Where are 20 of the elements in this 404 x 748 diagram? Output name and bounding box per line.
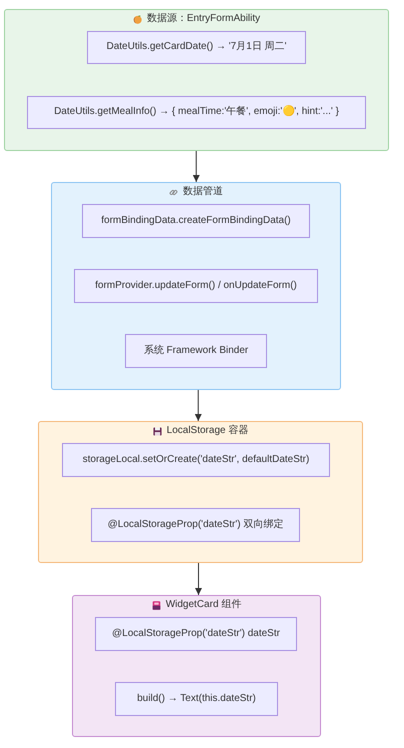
arrow [192, 150, 200, 182]
group-panel [51, 182, 341, 390]
arrow [195, 562, 202, 596]
group-title: 数据管道 [183, 186, 223, 198]
group-panel [72, 595, 321, 737]
process-box: 系统 Framework Binder [125, 334, 267, 368]
process-box: DateUtils.getMealInfo() → { mealTime:'午餐', emoji:'🟡', hint:'...' } [27, 96, 366, 129]
process-box: @LocalStorageProp('dateStr') 双向绑定 [91, 508, 300, 542]
arrow [194, 390, 202, 422]
group-title: WidgetCard 组件 [166, 599, 242, 611]
process-box: DateUtils.getCardDate() → '7月1日 周二' [87, 31, 306, 64]
group-title: LocalStorage 容器 [166, 425, 248, 437]
process-box: formProvider.updateForm() / onUpdateForm() [74, 269, 318, 303]
group-panel [4, 9, 389, 151]
process-box: storageLocal.setOrCreate('dateStr', defaultDateStr) [62, 443, 330, 477]
group-title: 数据源：EntryFormAbility [146, 13, 260, 25]
process-box: formBindingData.createFormBindingData() [82, 204, 310, 238]
process-box: build() → Text(this.dateStr) [115, 682, 278, 716]
group-panel [38, 421, 363, 563]
process-box: @LocalStorageProp('dateStr') dateStr [95, 617, 297, 651]
